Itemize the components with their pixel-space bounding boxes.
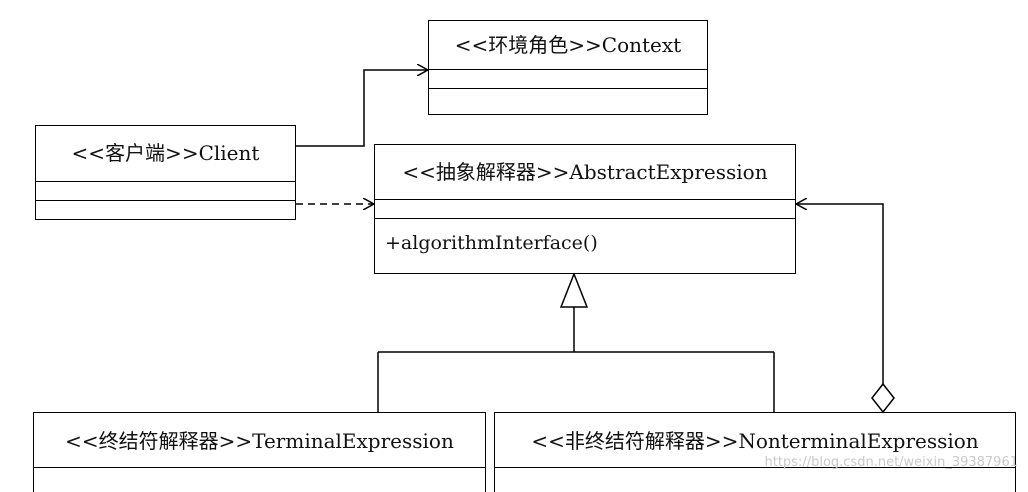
class-client-attributes <box>36 182 295 201</box>
class-context: <<环境角色>>Context <box>428 20 708 115</box>
class-context-operations <box>429 89 707 107</box>
association-client-context <box>296 70 428 147</box>
generalization-tree <box>377 307 775 412</box>
class-abstract-expression-operations: +algorithmInterface() <box>375 219 795 274</box>
class-client-name: <<客户端>>Client <box>36 126 295 182</box>
relation-lines <box>296 0 895 414</box>
uml-class-diagram: <<环境角色>>Context <<客户端>>Client <<抽象解释器>>A… <box>33 0 1018 492</box>
aggregation-diamond <box>871 382 895 414</box>
class-client: <<客户端>>Client <box>35 125 296 220</box>
class-nonterminal-expression-name: <<非终结符解释器>>NonterminalExpression <box>495 413 1015 468</box>
class-terminal-expression-name: <<终结符解释器>>TerminalExpression <box>34 413 485 468</box>
operation-algorithm-interface: +algorithmInterface() <box>385 232 598 254</box>
class-context-name: <<环境角色>>Context <box>429 21 707 70</box>
class-abstract-expression: <<抽象解释器>>AbstractExpression +algorithmIn… <box>374 144 796 274</box>
class-context-attributes <box>429 70 707 89</box>
aggregation-nonterminal-abstract <box>796 204 884 388</box>
generalization-triangle <box>559 271 589 308</box>
class-client-operations <box>36 201 295 219</box>
class-abstract-expression-name: <<抽象解释器>>AbstractExpression <box>375 145 795 200</box>
class-abstract-expression-attributes <box>375 200 795 219</box>
class-nonterminal-expression: <<非终结符解释器>>NonterminalExpression <box>494 412 1016 492</box>
class-terminal-expression: <<终结符解释器>>TerminalExpression <box>33 412 486 492</box>
watermark-text: https://blog.csdn.net/weixin_39387961 <box>764 455 1018 470</box>
